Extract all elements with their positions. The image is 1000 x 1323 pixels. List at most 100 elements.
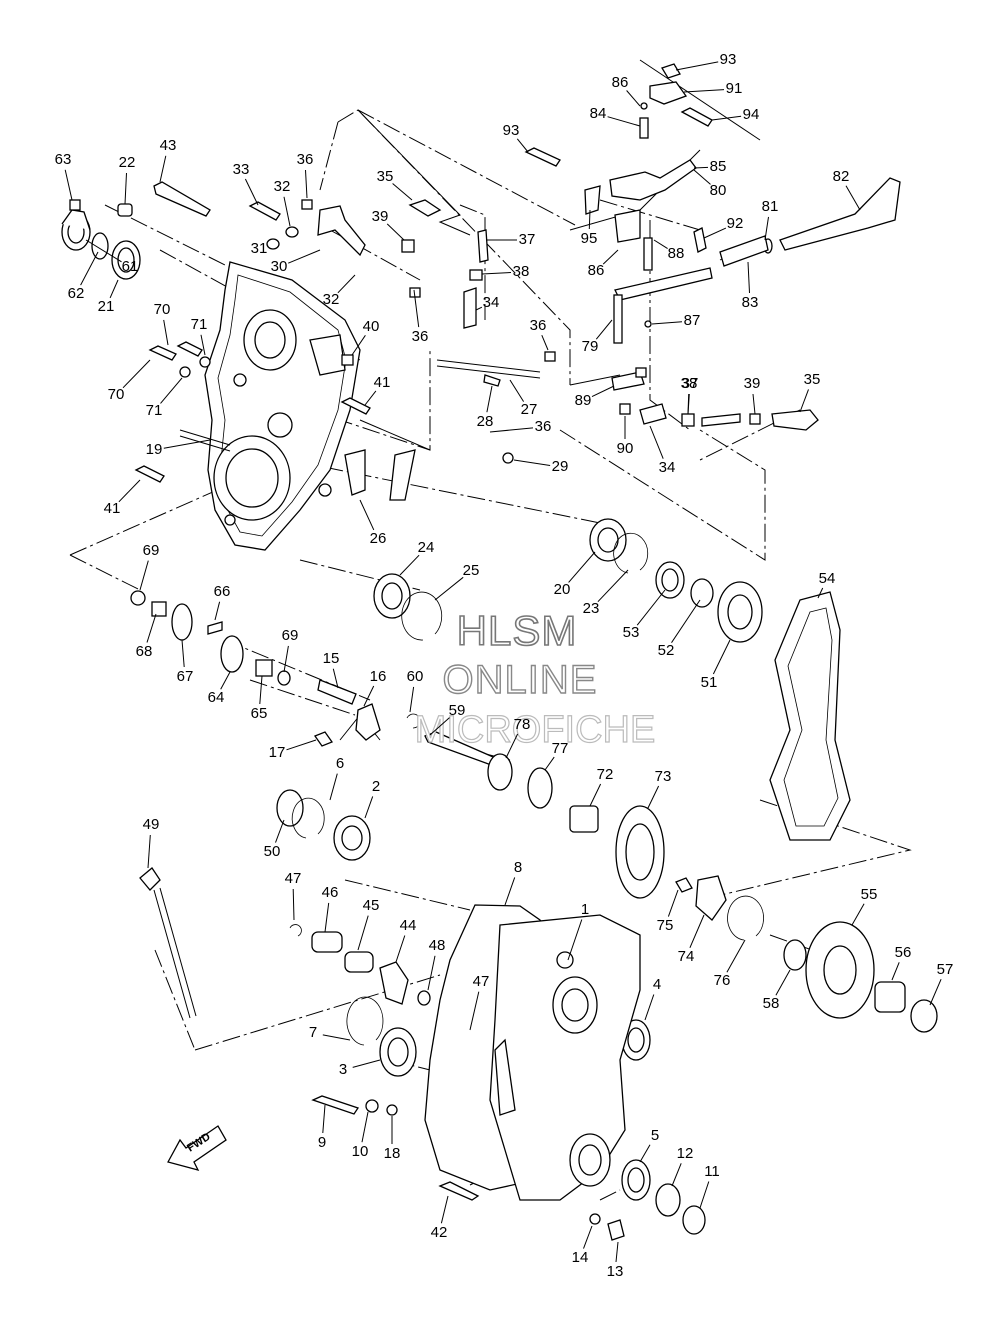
part-callout-number: 32 — [274, 178, 291, 195]
part-callout-number: 76 — [714, 972, 731, 989]
leader-line — [147, 834, 151, 869]
part-callout-number: 2 — [372, 778, 380, 795]
leader-line — [352, 1059, 381, 1068]
leader-line — [122, 359, 151, 389]
part-callout-number: 77 — [552, 740, 569, 757]
leader-line — [109, 279, 119, 299]
part-callout-number: 18 — [384, 1145, 401, 1162]
part-callout-number: 16 — [370, 668, 387, 685]
part-callout-number: 45 — [363, 897, 380, 914]
part-callout-number: 30 — [271, 258, 288, 275]
leader-line — [292, 888, 295, 921]
part-callout-number: 15 — [323, 650, 340, 667]
part-callout-number: 95 — [581, 230, 598, 247]
leader-line — [361, 1111, 369, 1143]
part-callout-number: 25 — [463, 562, 480, 579]
leader-line — [80, 251, 99, 286]
leader-line — [337, 274, 356, 294]
part-callout-number: 69 — [143, 542, 160, 559]
leader-line — [651, 321, 683, 325]
part-callout-number: 33 — [233, 161, 250, 178]
leader-line — [220, 671, 231, 690]
part-callout-number: 71 — [146, 402, 163, 419]
part-callout-number: 60 — [407, 668, 424, 685]
part-callout-number: 61 — [122, 258, 139, 275]
leader-line — [583, 1225, 593, 1249]
leader-line — [200, 334, 206, 356]
part-callout-number: 36 — [535, 418, 552, 435]
leader-line — [589, 783, 602, 807]
part-callout-number: 36 — [297, 151, 314, 168]
leader-line — [504, 877, 516, 906]
part-callout-number: 70 — [108, 386, 125, 403]
part-callout-number: 47 — [285, 870, 302, 887]
leader-line — [687, 393, 690, 415]
leader-line — [636, 589, 666, 626]
part-callout-number: 29 — [552, 458, 569, 475]
shift-mechanism — [524, 63, 901, 431]
leader-line — [711, 115, 742, 121]
part-callout-number: 20 — [554, 581, 571, 598]
leader-line — [332, 668, 339, 689]
part-callout-number: 6 — [336, 755, 344, 772]
leader-line — [486, 385, 493, 413]
part-callout-number: 17 — [269, 744, 286, 761]
part-callout-number: 56 — [895, 944, 912, 961]
watermark-line-2: ONLINE — [443, 658, 598, 702]
part-callout-number: 42 — [431, 1224, 448, 1241]
leader-line — [699, 1181, 710, 1209]
leader-line — [85, 239, 122, 263]
leader-line — [244, 178, 259, 206]
part-callout-number: 69 — [282, 627, 299, 644]
part-callout-number: 23 — [583, 600, 600, 617]
leader-line — [275, 819, 285, 843]
leader-line — [667, 889, 679, 917]
part-callout-number: 48 — [429, 937, 446, 954]
small-parts — [61, 181, 938, 1241]
part-callout-number: 27 — [521, 401, 538, 418]
part-callout-number: 41 — [104, 500, 121, 517]
part-callout-number: 21 — [98, 298, 115, 315]
leader-line — [434, 576, 464, 601]
part-callout-number: 22 — [119, 154, 136, 171]
leader-line — [364, 390, 377, 406]
leader-line — [671, 599, 701, 643]
part-callout-number: 86 — [588, 262, 605, 279]
leader-line — [752, 393, 756, 415]
part-callout-number: 19 — [146, 441, 163, 458]
part-callout-number: 86 — [612, 74, 629, 91]
leader-line — [505, 733, 519, 759]
leader-line — [597, 569, 629, 603]
part-callout-number: 75 — [657, 917, 674, 934]
part-callout-number: 38 — [681, 375, 698, 392]
part-callout-number: 8 — [514, 859, 522, 876]
part-callout-number: 31 — [251, 240, 268, 257]
leader-line — [305, 169, 308, 199]
part-callout-number: 10 — [352, 1143, 369, 1160]
leader-line — [513, 459, 551, 466]
leader-line — [259, 675, 263, 705]
leader-line — [567, 919, 583, 961]
leader-line — [329, 773, 338, 801]
leader-line — [615, 1241, 619, 1263]
leader-line — [626, 90, 641, 107]
part-callout-number: 47 — [473, 973, 490, 990]
leader-line — [357, 915, 369, 951]
part-callout-number: 7 — [309, 1024, 317, 1041]
part-callout-number: 35 — [804, 371, 821, 388]
leader-line — [726, 939, 746, 973]
leader-line — [283, 196, 291, 227]
part-callout-number: 11 — [704, 1163, 720, 1180]
part-callout-number: 40 — [363, 318, 380, 335]
leader-line — [675, 61, 719, 71]
part-callout-number: 93 — [720, 51, 737, 68]
leader-line — [481, 272, 512, 275]
leader-line — [359, 499, 375, 531]
part-callout-number: 85 — [710, 158, 727, 175]
leader-line — [364, 796, 374, 819]
leader-line — [124, 172, 127, 205]
part-callout-number: 59 — [449, 702, 466, 719]
part-callout-number: 9 — [318, 1134, 326, 1151]
leader-line — [214, 601, 221, 621]
